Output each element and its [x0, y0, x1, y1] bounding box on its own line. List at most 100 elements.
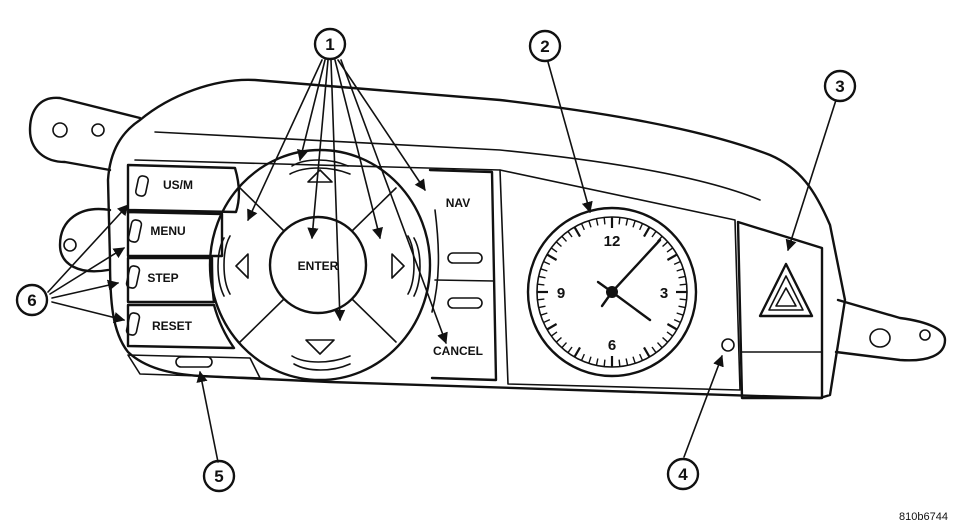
clock-tick: [632, 356, 636, 364]
clock-tick: [567, 230, 573, 238]
svg-text:6: 6: [27, 291, 36, 310]
callout-5: 5: [202, 459, 236, 493]
menu-label: MENU: [150, 224, 185, 238]
clock-tick: [550, 247, 558, 253]
reset-label: RESET: [152, 319, 193, 333]
svg-text:1: 1: [325, 35, 334, 54]
clock-tick: [543, 260, 551, 265]
clock-tick: [555, 241, 562, 248]
clock-tick: [643, 226, 651, 238]
clock-tick: [561, 342, 568, 349]
cancel-label: CANCEL: [433, 344, 483, 358]
left-mount-tab: [28, 96, 142, 273]
down-arrow-icon[interactable]: [305, 339, 335, 355]
callout-6: 6: [15, 283, 49, 317]
clock-tick: [625, 218, 629, 226]
cancel-indicator[interactable]: [447, 297, 483, 309]
hour-hand: [610, 290, 652, 322]
clock-tick: [656, 342, 663, 349]
clock-tick: [588, 220, 592, 228]
hazard-button-icon[interactable]: [758, 262, 814, 318]
clock-tick: [567, 346, 573, 354]
clock-tick: [651, 346, 657, 354]
nav-indicator[interactable]: [447, 252, 483, 264]
clock-tick: [546, 253, 558, 261]
clock-twelve: 12: [604, 233, 621, 250]
clock-tick: [538, 305, 546, 309]
clock-tick: [546, 323, 558, 331]
clock-tick: [603, 217, 606, 225]
clock-tick: [561, 235, 568, 242]
clock-tick: [639, 353, 644, 361]
clock-tick: [625, 358, 629, 366]
clock-tick: [618, 359, 621, 367]
right-mount-tab: [834, 298, 947, 362]
callout-4: 4: [666, 457, 700, 491]
analog-clock: [526, 206, 698, 378]
figure-code: 810b6744: [899, 511, 948, 523]
lower-indicator: [175, 356, 213, 368]
callout-2: 2: [528, 29, 562, 63]
clock-set-button[interactable]: [721, 338, 735, 352]
nav-cancel-panel: NAV CANCEL: [428, 168, 498, 382]
clock-tick: [666, 253, 678, 261]
minute-hand: [610, 238, 662, 294]
clock-tick: [538, 275, 546, 279]
clock-tick: [643, 346, 651, 358]
clock-tick: [588, 356, 592, 364]
clock-tick: [540, 268, 548, 272]
clock-tick: [603, 359, 606, 367]
clock-tick: [662, 336, 669, 343]
left-button-stack: US/M MENU STEP RESET: [125, 163, 261, 379]
clock-nine: 9: [557, 285, 565, 302]
callout-1: 1: [313, 27, 347, 61]
clock-tick: [676, 312, 684, 316]
callout-arrows: [47, 59, 837, 463]
clock-tick: [573, 226, 581, 238]
up-arrow-icon[interactable]: [307, 169, 333, 183]
usm-label: US/M: [163, 178, 193, 192]
clock-three: 3: [660, 285, 668, 302]
clock-tick: [679, 283, 687, 286]
nav-label: NAV: [446, 196, 470, 210]
step-label: STEP: [147, 271, 178, 285]
clock-tick: [543, 319, 551, 324]
svg-text:2: 2: [540, 37, 549, 56]
clock-tick: [595, 358, 599, 366]
clock-tick: [537, 283, 545, 286]
left-arrow-icon[interactable]: [235, 253, 249, 279]
clock-tick: [673, 260, 681, 265]
clock-tick: [676, 268, 684, 272]
clock-tick: [618, 217, 621, 225]
clock-tick: [555, 336, 562, 343]
clock-tick: [632, 220, 636, 228]
enter-label: ENTER: [298, 259, 339, 273]
svg-text:4: 4: [678, 465, 688, 484]
reset-button[interactable]: [126, 303, 236, 350]
navigation-pad: ENTER: [208, 148, 440, 382]
clock-tick: [673, 319, 681, 324]
clock-center: [606, 286, 618, 298]
clock-tick: [540, 312, 548, 316]
clock-ticks: [537, 217, 687, 367]
usm-button[interactable]: [126, 163, 241, 214]
clock-panel: 12 3 6 9: [499, 169, 741, 391]
clock-tick: [678, 275, 686, 279]
console-housing: [106, 78, 847, 400]
svg-text:3: 3: [835, 77, 844, 96]
clock-tick: [678, 305, 686, 309]
clock-tick: [679, 298, 687, 301]
right-arrow-icon[interactable]: [391, 253, 405, 279]
clock-tick: [550, 331, 558, 337]
clock-tick: [662, 241, 669, 248]
clock-tick: [666, 331, 674, 337]
clock-tick: [580, 223, 585, 231]
hazard-panel: [736, 220, 824, 400]
enter-button[interactable]: [268, 215, 368, 315]
svg-text:5: 5: [214, 467, 223, 486]
clock-six: 6: [608, 337, 616, 354]
clock-tick: [580, 353, 585, 361]
clock-tick: [573, 346, 581, 358]
